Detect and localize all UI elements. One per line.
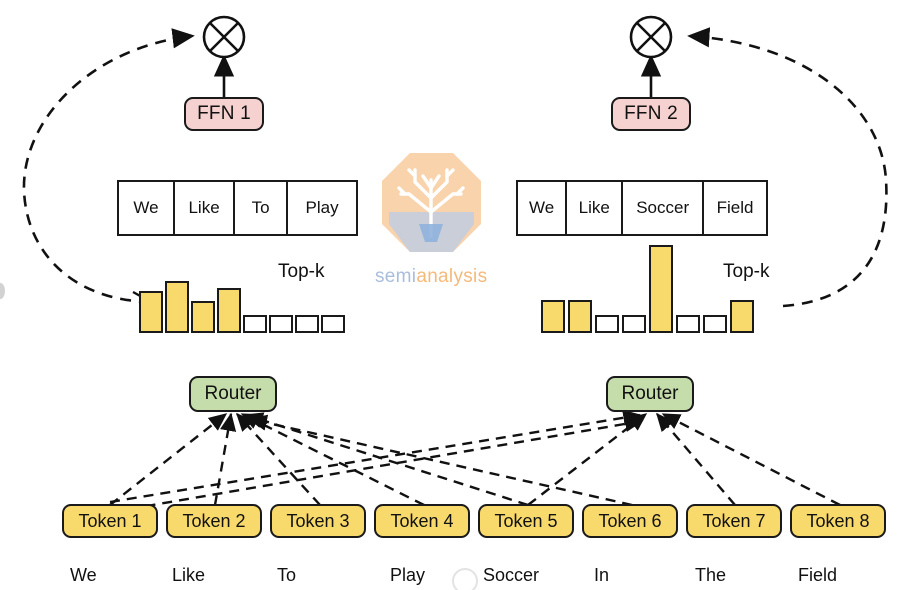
gate-bar — [321, 315, 345, 333]
token-chip-5[interactable]: Token 5 — [478, 504, 574, 538]
expert-2-token-table: We Like Soccer Field — [516, 180, 768, 236]
token-chip-3[interactable]: Token 3 — [270, 504, 366, 538]
gate-bar — [269, 315, 293, 333]
ffn-1-label: FFN 1 — [197, 103, 251, 124]
semianalysis-tree-logo — [379, 150, 484, 260]
gate-bar — [541, 300, 565, 333]
table-cell: To — [235, 182, 289, 234]
router-1-box[interactable]: Router — [189, 376, 277, 412]
gate-bar — [568, 300, 592, 333]
watermark-text: semianalysis — [375, 266, 487, 288]
gate-bar — [243, 315, 267, 333]
ffn-2-label: FFN 2 — [624, 103, 678, 124]
table-cell: Like — [567, 182, 624, 234]
token-word-8: Field — [798, 565, 838, 585]
token-word-2: Like — [172, 565, 206, 585]
router1-input-edges — [109, 412, 633, 507]
circle-times-icon-2 — [629, 15, 673, 59]
gate-bar — [139, 291, 163, 333]
router2-input-edges — [109, 409, 841, 514]
watermark-analysis: analysis — [416, 266, 488, 287]
token-word-3: To — [277, 565, 297, 585]
ffn-2-box[interactable]: FFN 2 — [611, 97, 691, 131]
router-1-label: Router — [204, 383, 262, 404]
table-cell: Play — [305, 198, 339, 217]
token-chip-label: Token 2 — [182, 510, 246, 531]
token-word-7: The — [695, 565, 727, 585]
token-chip-8[interactable]: Token 8 — [790, 504, 886, 538]
token-word-1: We — [70, 565, 97, 585]
gate-bar — [649, 245, 673, 333]
token-chip-7[interactable]: Token 7 — [686, 504, 782, 538]
ffn-1-box[interactable]: FFN 1 — [184, 97, 264, 131]
router-2-label: Router — [621, 383, 679, 404]
edge-artifact — [0, 283, 5, 299]
token-chip-label: Token 8 — [806, 510, 870, 531]
gate-bar — [622, 315, 646, 333]
gate-bar — [730, 300, 754, 333]
token-chip-1[interactable]: Token 1 — [62, 504, 158, 538]
table-cell: Soccer — [623, 182, 705, 234]
token-chip-label: Token 4 — [390, 510, 454, 531]
expert-1-token-table: We Like To Play — [117, 180, 358, 236]
table-cell: We — [119, 182, 176, 234]
expert-1-gate-chart — [139, 241, 345, 333]
token-chip-label: Token 7 — [702, 510, 766, 531]
table-cell: Like — [175, 182, 236, 234]
topk-label-2: Top-k — [723, 261, 770, 282]
token-chip-4[interactable]: Token 4 — [374, 504, 470, 538]
ghost-circle-artifact — [452, 568, 478, 590]
gate-bar — [295, 315, 319, 333]
gate-bar — [165, 281, 189, 333]
table-cell: We — [518, 182, 568, 234]
circle-times-icon-1 — [202, 15, 246, 59]
token-chip-label: Token 3 — [286, 510, 350, 531]
token-chip-2[interactable]: Token 2 — [166, 504, 262, 538]
token-word-6: In — [594, 565, 610, 585]
token-word-5: Soccer — [483, 565, 540, 585]
token-chip-label: Token 1 — [78, 510, 142, 531]
expert-2-gate-chart — [541, 241, 754, 333]
gate-bar — [703, 315, 727, 333]
router-2-box[interactable]: Router — [606, 376, 694, 412]
token-chip-label: Token 5 — [494, 510, 558, 531]
gate-bar — [676, 315, 700, 333]
token-chip-6[interactable]: Token 6 — [582, 504, 678, 538]
gate-bar — [217, 288, 241, 333]
watermark-semi: semi — [375, 266, 417, 287]
token-chip-label: Token 6 — [598, 510, 662, 531]
token-word-4: Play — [390, 565, 426, 585]
topk-label-1: Top-k — [278, 261, 325, 282]
table-cell: Field — [716, 198, 754, 217]
gate-bar — [191, 301, 215, 333]
gate-bar — [595, 315, 619, 333]
